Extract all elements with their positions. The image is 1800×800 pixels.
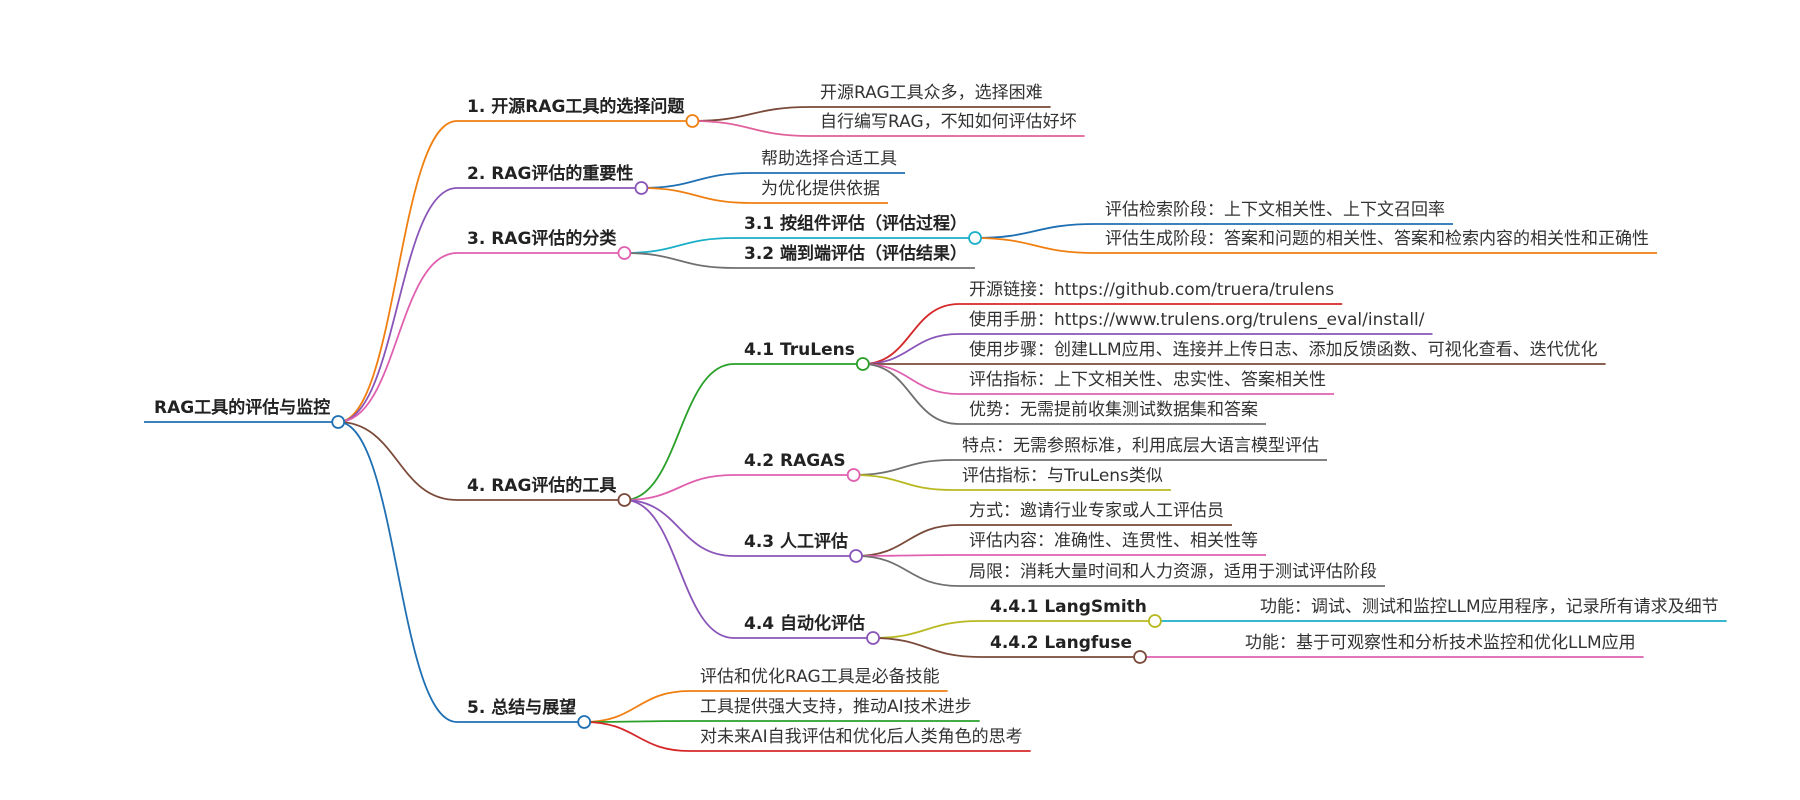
node-3-1-leaf-2: 评估生成阶段：答案和问题的相关性、答案和检索内容的相关性和正确性	[1105, 229, 1649, 249]
node-3-2[interactable]: 3.2 端到端评估（评估结果）	[744, 244, 968, 264]
node-5-leaf-3: 对未来AI自我评估和优化后人类角色的思考	[700, 727, 1023, 747]
node-5-leaf-3-link	[584, 721, 691, 752]
node-4-junction	[617, 493, 632, 507]
node-1-leaf-1-link	[692, 106, 811, 122]
node-4-1-leaf-3: 使用步骤：创建LLM应用、连接并上传日志、添加反馈函数、可视化查看、迭代优化	[969, 340, 1598, 360]
node-5-leaf-2: 工具提供强大支持，推动AI技术进步	[700, 697, 972, 717]
root-node[interactable]: RAG工具的评估与监控	[154, 398, 331, 418]
node-3-junction	[617, 246, 632, 260]
node-2-link	[338, 187, 458, 423]
node-4-2-leaf-2-link	[853, 474, 953, 491]
node-3-1-link	[624, 237, 735, 254]
node-1[interactable]: 1. 开源RAG工具的选择问题	[467, 97, 685, 117]
node-5[interactable]: 5. 总结与展望	[467, 698, 577, 718]
node-4-4-2-link	[873, 637, 981, 658]
node-4-1-leaf-5-link	[862, 363, 960, 425]
node-4-1-leaf-4-link	[862, 363, 960, 395]
node-4-3-junction	[849, 549, 863, 563]
node-2-leaf-2-link	[641, 187, 752, 204]
node-4-4-2-junction	[1133, 650, 1147, 664]
node-2-leaf-1: 帮助选择合适工具	[761, 149, 897, 169]
node-3-link	[338, 252, 458, 423]
node-1-junction	[685, 114, 700, 128]
node-4-4-1-leaf: 功能：调试、测试和监控LLM应用程序，记录所有请求及细节	[1260, 597, 1719, 617]
node-5-leaf-2-link	[584, 720, 691, 723]
node-4-3-leaf-2-link	[856, 554, 960, 557]
node-4-2-leaf-1: 特点：无需参照标准，利用底层大语言模型评估	[962, 436, 1319, 456]
node-3-2-link	[624, 252, 735, 269]
node-5-leaf-1: 评估和优化RAG工具是必备技能	[700, 667, 940, 687]
node-3-1[interactable]: 3.1 按组件评估（评估过程）	[744, 214, 968, 234]
node-4-1-junction	[855, 357, 870, 371]
node-4-3-link	[624, 499, 735, 557]
node-2-leaf-2: 为优化提供依据	[761, 179, 880, 199]
node-4-link	[338, 421, 458, 501]
node-3-1-junction	[968, 231, 982, 245]
node-4-1-leaf-5: 优势：无需提前收集测试数据集和答案	[969, 400, 1258, 420]
node-5-leaf-1-link	[584, 690, 691, 723]
node-3-1-leaf-1-link	[975, 223, 1096, 239]
node-4-4[interactable]: 4.4 自动化评估	[744, 614, 866, 634]
node-4-2-leaf-2: 评估指标：与TruLens类似	[962, 466, 1163, 486]
node-4-3-leaf-1: 方式：邀请行业专家或人工评估员	[969, 501, 1224, 521]
node-4-1-leaf-4: 评估指标：上下文相关性、忠实性、答案相关性	[969, 370, 1326, 390]
node-4-3-leaf-2: 评估内容：准确性、连贯性、相关性等	[969, 531, 1258, 551]
node-1-leaf-1: 开源RAG工具众多，选择困难	[820, 83, 1043, 103]
node-4-3[interactable]: 4.3 人工评估	[744, 532, 849, 552]
node-5-link	[338, 421, 458, 723]
node-1-link	[338, 120, 458, 423]
node-4-4-2-leaf: 功能：基于可观察性和分析技术监控和优化LLM应用	[1245, 633, 1636, 653]
node-4-3-leaf-1-link	[856, 524, 960, 557]
node-2[interactable]: 2. RAG评估的重要性	[467, 164, 634, 184]
node-4-1-link	[624, 363, 735, 501]
node-4-4-1[interactable]: 4.4.1 LangSmith	[990, 597, 1147, 617]
node-4-1-leaf-1: 开源链接：https://github.com/truera/trulens	[969, 280, 1335, 300]
node-4-4-junction	[866, 631, 880, 645]
node-4-4-1-link	[873, 620, 981, 639]
node-4-3-leaf-3-link	[856, 555, 960, 587]
node-4-1-leaf-1-link	[862, 303, 960, 365]
node-2-junction	[634, 181, 649, 195]
node-4-2-junction	[846, 468, 861, 482]
node-4-4-1-junction	[1148, 614, 1162, 628]
node-4-1-leaf-2: 使用手册：https://www.trulens.org/trulens_eva…	[969, 310, 1425, 330]
node-4-1[interactable]: 4.1 TruLens	[744, 340, 855, 360]
node-5-junction	[577, 715, 592, 729]
node-3[interactable]: 3. RAG评估的分类	[467, 229, 617, 249]
node-2-leaf-1-link	[641, 172, 752, 189]
node-4-3-leaf-3: 局限：消耗大量时间和人力资源，适用于测试评估阶段	[969, 562, 1377, 582]
node-4[interactable]: 4. RAG评估的工具	[467, 476, 617, 496]
node-4-2-link	[624, 474, 735, 501]
node-4-4-link	[624, 499, 735, 639]
node-1-leaf-2: 自行编写RAG，不知如何评估好坏	[820, 112, 1077, 132]
node-1-leaf-2-link	[692, 120, 811, 137]
node-3-1-leaf-1: 评估检索阶段：上下文相关性、上下文召回率	[1105, 200, 1445, 220]
node-4-2[interactable]: 4.2 RAGAS	[744, 451, 846, 471]
node-4-4-2[interactable]: 4.4.2 Langfuse	[990, 633, 1133, 653]
node-3-1-leaf-2-link	[975, 237, 1096, 254]
node-4-2-leaf-1-link	[853, 459, 953, 476]
node-4-1-leaf-2-link	[862, 333, 960, 365]
root-node-junction	[331, 415, 346, 429]
